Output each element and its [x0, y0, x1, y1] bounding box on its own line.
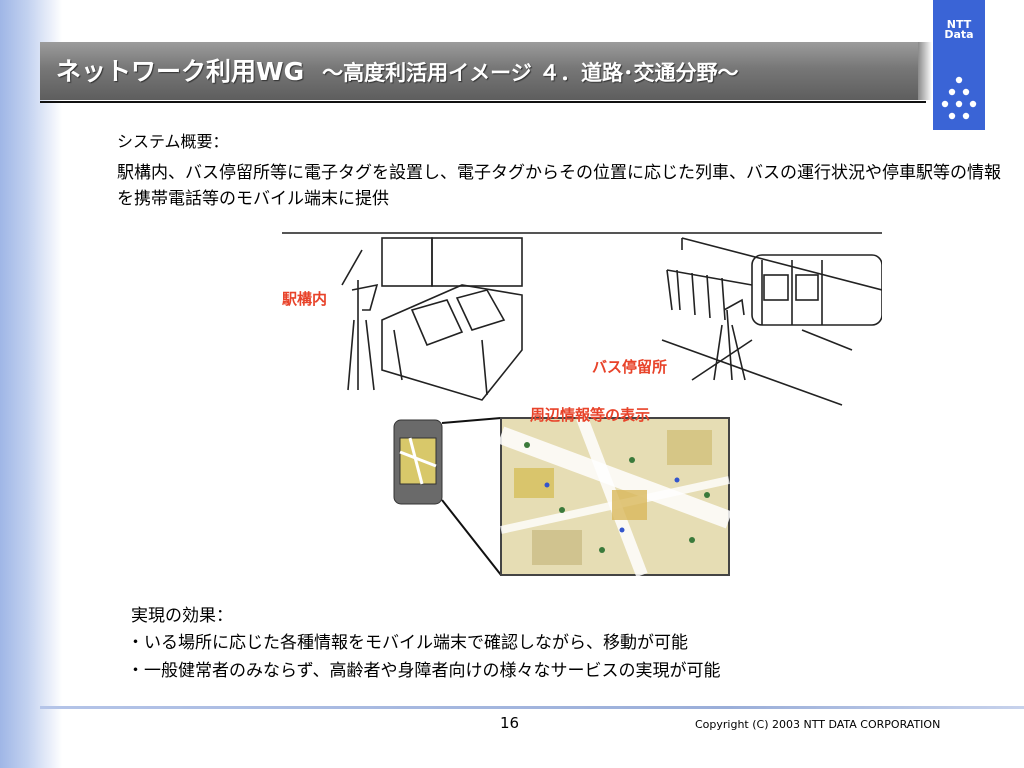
title-bar — [40, 42, 932, 100]
system-illustration: 駅構内 バス停留所 周辺情報等の表示 — [282, 230, 883, 580]
footer-divider — [40, 706, 1024, 709]
label-bus-stop: バス停留所 — [592, 358, 668, 376]
effect-item-2: ・一般健常者のみならず、高齢者や身障者向けの様々なサービスの実現が可能 — [127, 661, 721, 681]
label-map-display: 周辺情報等の表示 — [530, 406, 651, 424]
effect-item-1: ・いる場所に応じた各種情報をモバイル端末で確認しながら、移動が可能 — [127, 633, 688, 653]
title-sub: ～高度利活用イメージ ４．道路･交通分野～ — [322, 61, 739, 85]
logo-dots-icon — [941, 76, 977, 120]
copyright-notice: Copyright (C) 2003 NTT DATA CORPORATION — [695, 718, 941, 731]
overview-text: 駅構内、バス停留所等に電子タグを設置し、電子タグからその位置に応じた列車、バスの… — [117, 163, 1001, 209]
page-title: ネットワーク利用WG ～高度利活用イメージ ４．道路･交通分野～ — [56, 52, 739, 92]
ntt-data-logo: NTT Data — [933, 0, 985, 130]
title-main: ネットワーク利用WG — [56, 57, 305, 86]
label-station: 駅構内 — [282, 290, 328, 308]
title-underline — [40, 101, 926, 103]
logo-text: NTT Data — [944, 18, 974, 41]
illustration-drawing — [282, 232, 883, 578]
left-gradient-band — [0, 0, 62, 768]
page-number: 16 — [500, 714, 520, 732]
effects-label: 実現の効果： — [131, 606, 233, 626]
overview-label: システム概要： — [117, 132, 229, 151]
